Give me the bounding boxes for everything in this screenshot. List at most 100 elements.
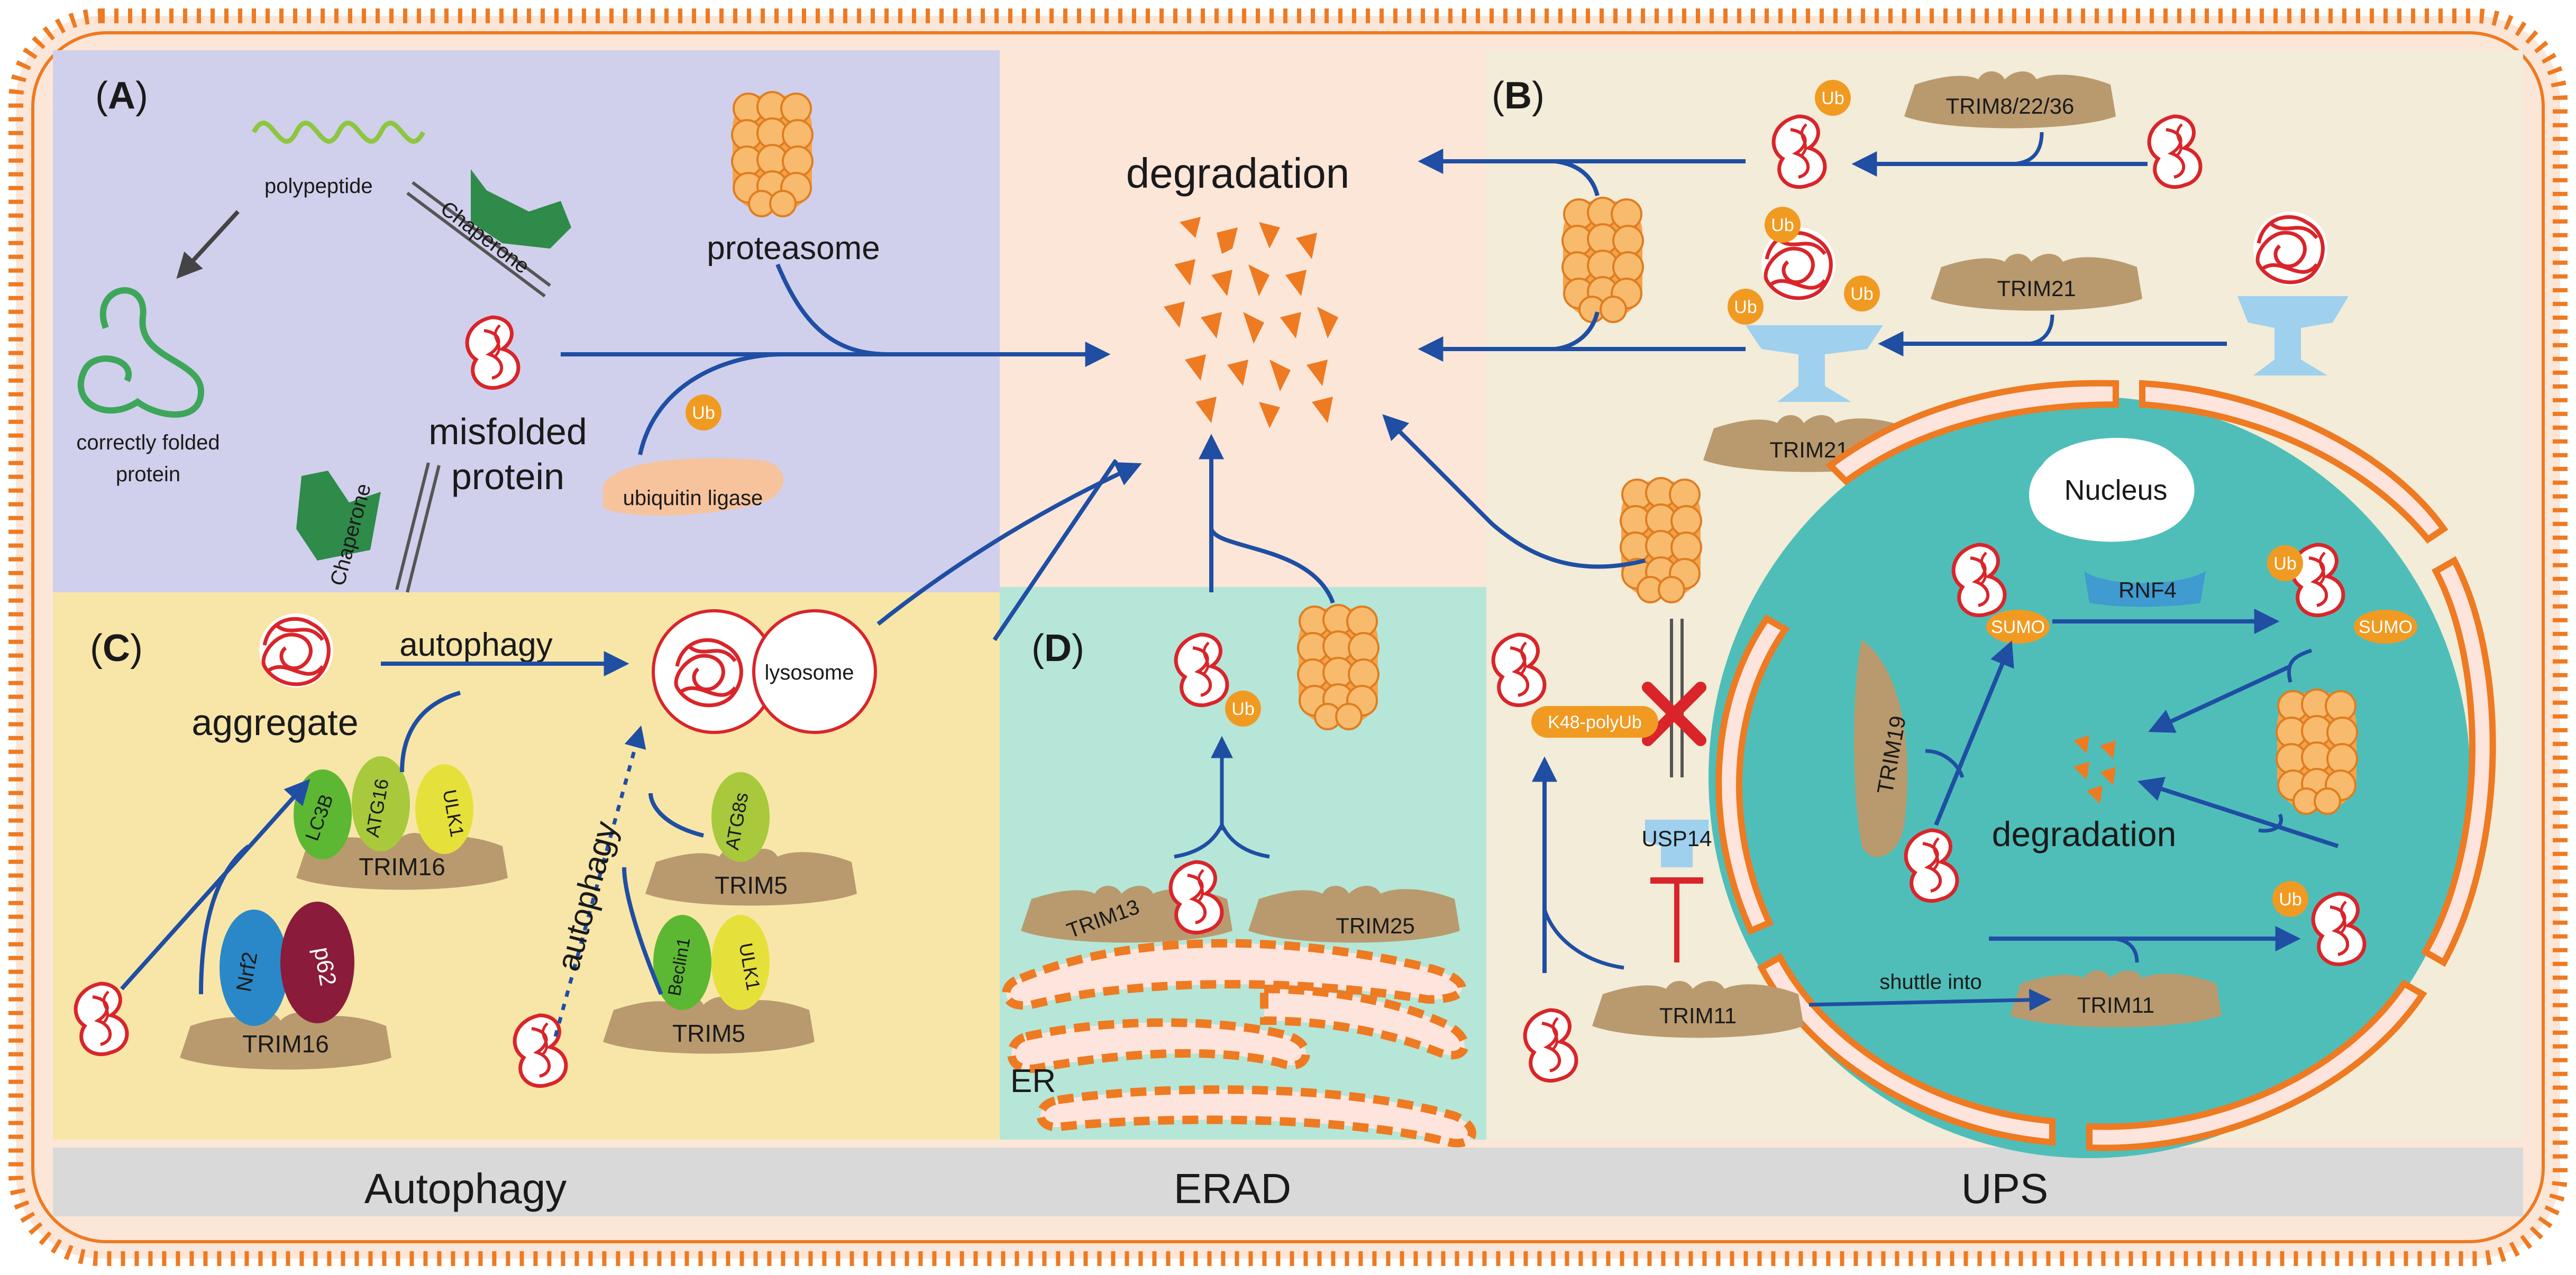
fold-arrow — [176, 210, 240, 279]
aggregate-b-right — [2253, 212, 2327, 286]
proteasome-usp14 — [1620, 477, 1702, 603]
nrf2-shape — [220, 910, 288, 1026]
arrow-bottom-to-degradation-n — [2137, 777, 2339, 848]
misfolded-protein-c2 — [515, 1015, 566, 1086]
ub-nucleus-top-label: Ub — [2273, 554, 2296, 574]
k48-protein — [1493, 635, 1545, 705]
sumo-right — [2354, 610, 2417, 644]
proteasome-label: proteasome — [707, 230, 880, 267]
ub-b-mid-2-label: Ub — [1734, 297, 1757, 317]
aggregate-label: aggregate — [191, 702, 358, 743]
rnf4-shape — [2084, 571, 2206, 607]
sumo-left — [1986, 610, 2050, 644]
arrow-ligase-joins — [638, 352, 783, 455]
trim5-top-label: TRIM5 — [715, 872, 788, 899]
arrow-proteasome-d-joins — [1209, 528, 1335, 604]
chaperone-arrow-2 — [406, 191, 546, 298]
correctly-folded-label-2: protein — [116, 463, 180, 486]
ub-protein-nucleus-bottom — [2313, 894, 2364, 965]
nucleus-cell — [1709, 397, 2470, 1158]
misfolded-protein-b-bottom — [1525, 1010, 1576, 1081]
polypeptide-label: polypeptide — [264, 175, 373, 198]
proteasome-b — [1561, 197, 1644, 323]
polypeptide-strand — [251, 121, 426, 144]
misfolded-label-1: misfolded — [428, 411, 587, 452]
ub-b-mid-1-label: Ub — [1771, 215, 1794, 235]
trim16-bottom-label: TRIM16 — [242, 1030, 329, 1058]
atg8s-shape — [711, 772, 770, 862]
footer-ups: UPS — [1961, 1165, 2049, 1212]
arrow-trim16-bottom-joins — [199, 844, 250, 995]
trim5-bottom-label: TRIM5 — [672, 1020, 745, 1047]
arrow-lysosome-to-degradation — [876, 462, 1142, 626]
ub-a-label: Ub — [692, 403, 715, 423]
arrow-trim11-joins — [1542, 909, 1624, 970]
arrow-trim5-bottom-joins — [622, 867, 663, 995]
misfolded-protein-nucleus — [1906, 830, 1957, 901]
ubiquitin-ligase-shape — [603, 458, 783, 516]
panel-letter-b: (B) — [1492, 75, 1545, 117]
arrow-lysosome-to-degradation-a — [992, 458, 1118, 641]
ub-protein-d — [1176, 635, 1227, 705]
misfolded-protein-a — [467, 317, 518, 388]
arrow-trim19-joins — [1925, 749, 1965, 778]
footer-erad: ERAD — [1174, 1165, 1291, 1212]
arrow-k48-to-degradation — [1382, 414, 1646, 569]
proteasome-nucleus — [2276, 689, 2358, 815]
arrow-proteasome-joins — [775, 263, 889, 356]
trim8-label: TRIM8/22/36 — [1946, 94, 2075, 118]
arrow-shuttle-into — [1808, 988, 2052, 1011]
proteasome-a — [731, 91, 814, 217]
ub-b-top-label: Ub — [1821, 88, 1844, 108]
folded-protein — [78, 287, 205, 418]
ub-nucleus-bottom-label: Ub — [2279, 889, 2301, 910]
chaperone-arrow-1 — [412, 181, 551, 287]
arrow-trim11-n-joins — [2110, 937, 2139, 963]
rnf4-label: RNF4 — [2118, 577, 2177, 602]
ub-protein-b-top — [1774, 116, 1825, 187]
misfolded-protein-d — [1171, 862, 1222, 933]
degradation-fragments — [1164, 217, 1338, 428]
misfolded-protein-c1 — [76, 984, 127, 1054]
arrow-proteasome-b-top — [1555, 159, 1600, 197]
arrow-trim5-autophagy-dotted — [553, 725, 646, 1037]
misfolded-protein-b-top — [2149, 116, 2200, 187]
correctly-folded-label-1: correctly folded — [76, 431, 220, 454]
aggregate-protein — [259, 613, 333, 687]
nuclear-envelope — [1715, 380, 2496, 1151]
nucleus-label: Nucleus — [2064, 474, 2167, 506]
lysosome-label: lysosome — [765, 661, 854, 684]
trim11-label: TRIM11 — [1659, 1003, 1737, 1028]
ub-b-mid-3-label: Ub — [1850, 284, 1873, 304]
arrow-er-branch — [1174, 821, 1270, 859]
footer-autophagy: Autophagy — [364, 1165, 567, 1212]
degradation-fragments-nucleus — [2073, 735, 2116, 804]
atg16-shape — [352, 756, 410, 851]
panel-a-bg — [53, 50, 1000, 592]
antibody-holder-b-right — [2237, 296, 2349, 375]
arrow-protein-to-aggregate — [120, 778, 310, 990]
k48-chain — [1531, 706, 1658, 738]
footer-bar — [53, 1148, 2523, 1216]
cell-membrane-inner — [31, 31, 2545, 1243]
beclin1-shape — [653, 915, 711, 1010]
trim19-shape — [1854, 640, 1908, 857]
autophagy-label-c: autophagy — [399, 627, 553, 663]
antibody-holder-b — [1746, 325, 1883, 402]
sumo-protein-left — [1953, 545, 2005, 616]
panel-letter-a: (A) — [95, 75, 148, 117]
ubiquitin-ligase-label: ubiquitin ligase — [623, 487, 763, 510]
block-x-icon — [1642, 682, 1706, 746]
trim16-top-label: TRIM16 — [359, 853, 445, 880]
panel-letter-d: (D) — [1031, 627, 1084, 669]
usp14-shape — [1645, 820, 1709, 867]
arrow-trim5-top-joins — [648, 793, 704, 838]
chaperone-shape-top — [471, 169, 571, 249]
ulk1-shape-bottom — [711, 915, 770, 1010]
trim11-nucleus-label: TRIM11 — [2077, 993, 2154, 1017]
nucleus-shape — [2029, 437, 2195, 542]
ulk1-shape-top — [415, 764, 473, 854]
sumo-left-label: SUMO — [1991, 617, 2045, 637]
